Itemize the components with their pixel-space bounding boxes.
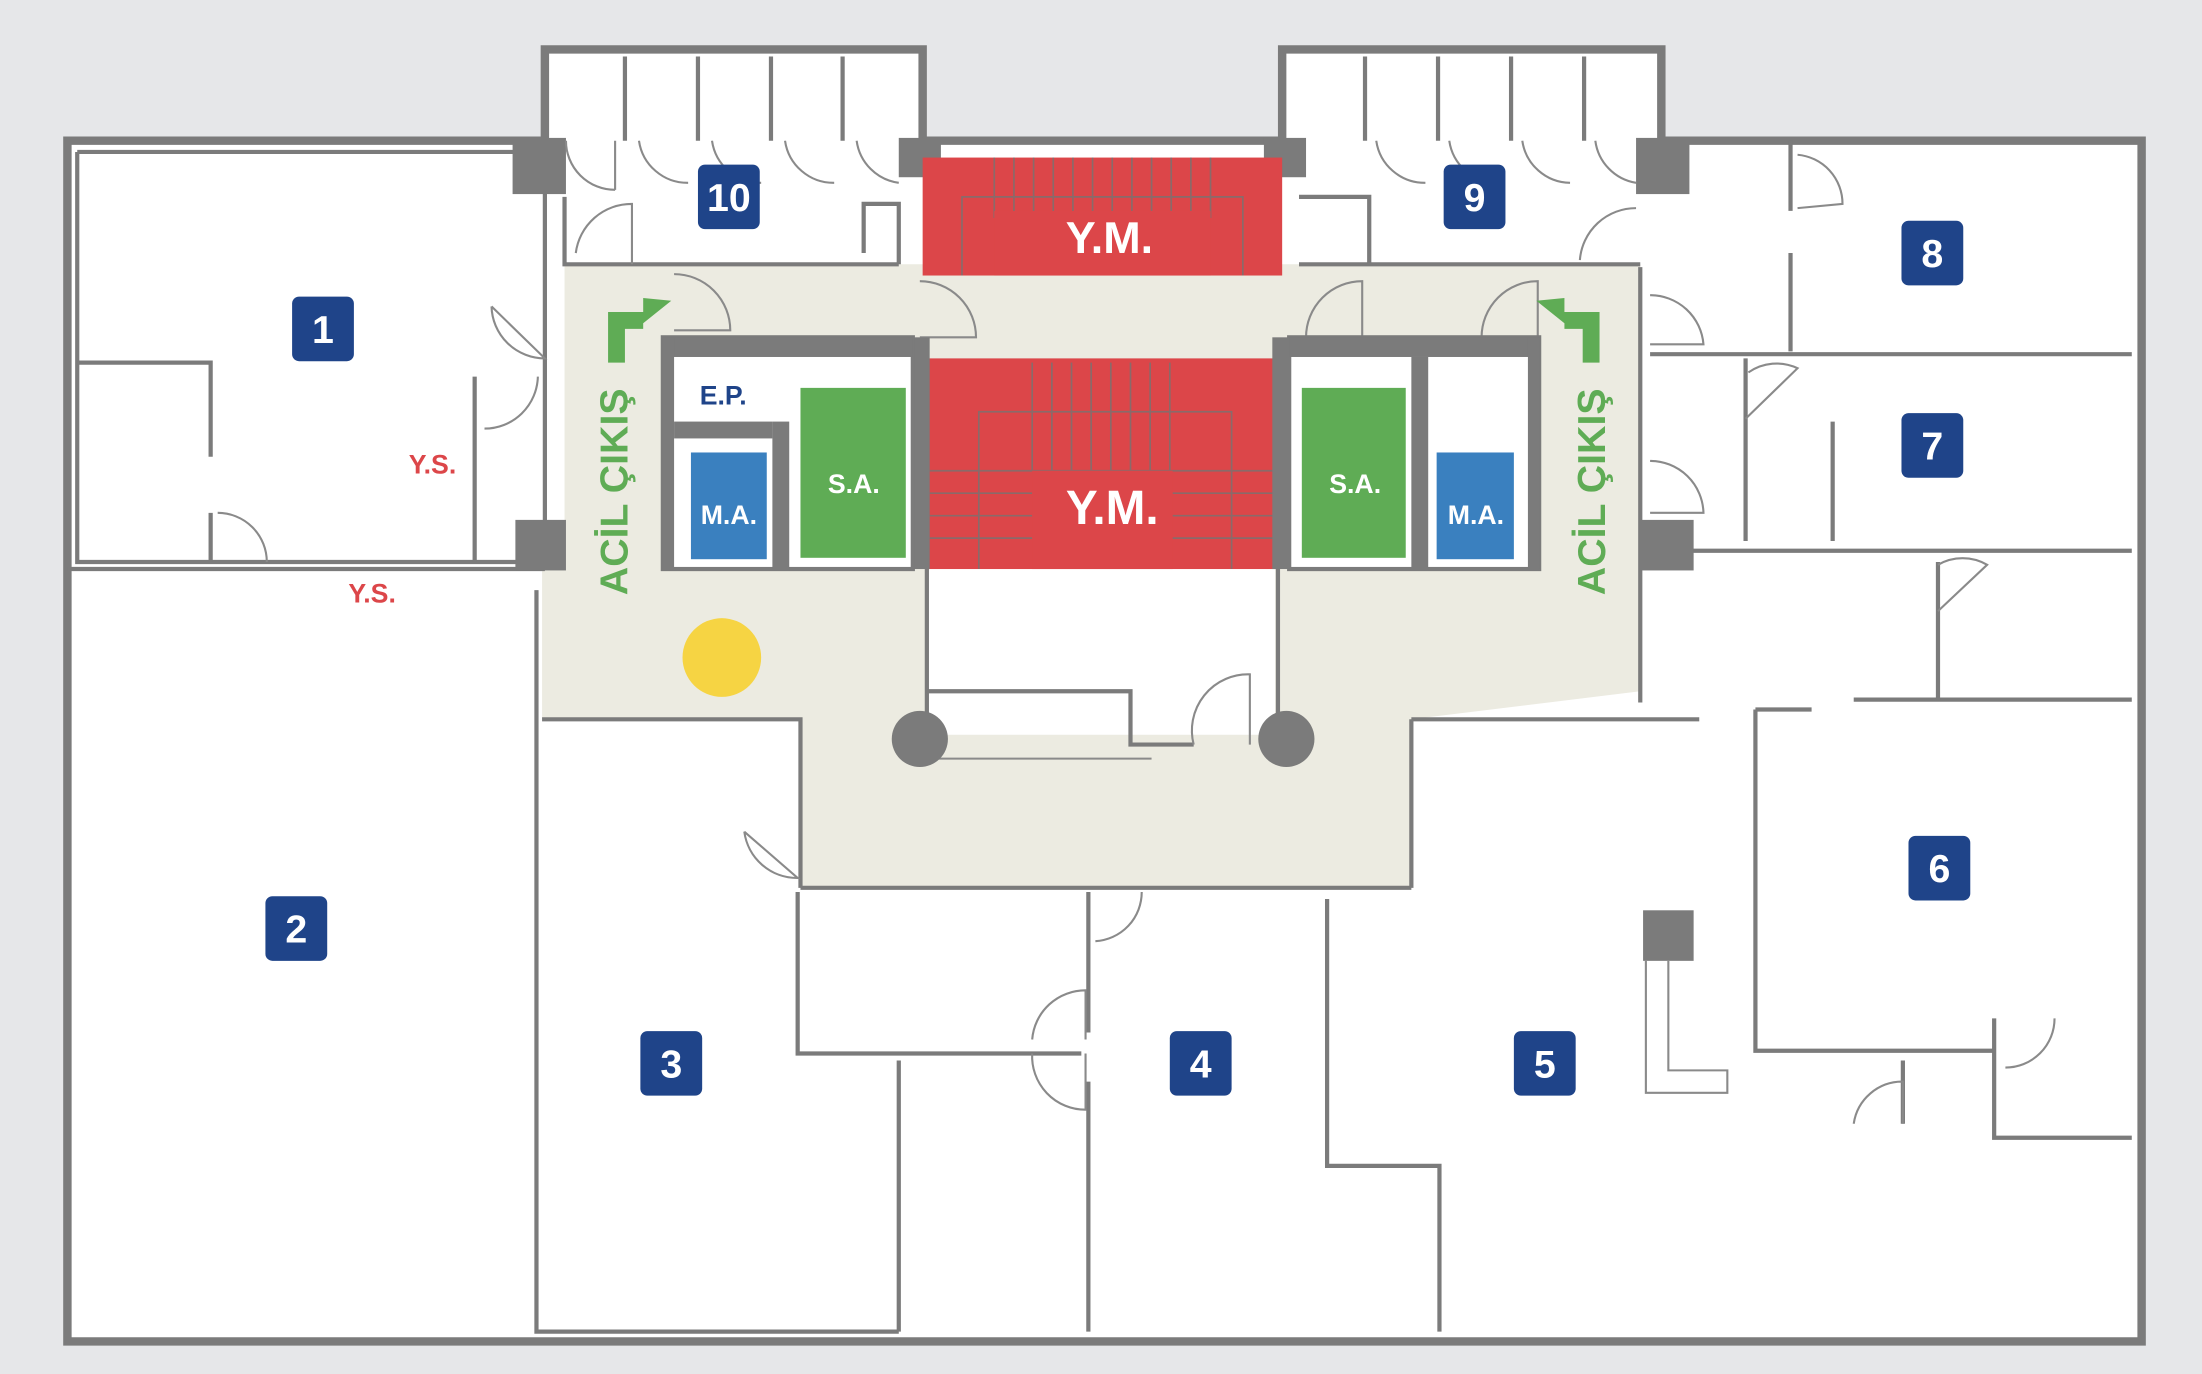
current-location-marker <box>682 618 762 697</box>
room-number: 10 <box>707 176 751 220</box>
room-number: 4 <box>1190 1042 1212 1086</box>
room-number: 1 <box>312 308 334 352</box>
room-badge-6[interactable]: 6 <box>1908 835 1971 901</box>
core-room <box>926 569 1276 735</box>
emergency-exit-left: ACİL ÇIKIŞ <box>593 297 672 595</box>
column <box>891 710 948 768</box>
passenger-elevator <box>690 452 767 560</box>
column <box>1258 710 1315 768</box>
emergency-exit-right: ACİL ÇIKIŞ <box>1536 297 1614 595</box>
fire-stairs-center: Y.M. <box>912 337 1290 570</box>
room-badge-5[interactable]: 5 <box>1513 1031 1576 1096</box>
fire-stairs-label: Y.M. <box>1066 482 1159 535</box>
room-number: 2 <box>285 908 307 952</box>
freight-elevator-label: S.A. <box>1329 469 1381 499</box>
elevator-block-left: E.P. M.A. S.A. <box>660 335 915 572</box>
passenger-elevator-label: M.A. <box>701 500 757 530</box>
room-number: 9 <box>1464 176 1486 220</box>
room-number: 6 <box>1928 847 1950 891</box>
exit-arrow-icon <box>608 297 672 363</box>
freight-elevator <box>800 387 906 558</box>
outer-walls <box>63 45 2146 1346</box>
room-number: 8 <box>1921 232 1943 276</box>
room-badge-4[interactable]: 4 <box>1169 1031 1232 1096</box>
freight-elevator <box>1301 387 1406 558</box>
room-badge-10[interactable]: 10 <box>697 164 760 230</box>
room-number: 7 <box>1921 424 1943 468</box>
exit-arrow-icon <box>1536 297 1600 363</box>
room-badge-8[interactable]: 8 <box>1901 220 1964 286</box>
fire-stairs-top: Y.M. <box>922 157 1283 276</box>
interior-walls <box>67 56 2132 1334</box>
room-number: 5 <box>1534 1042 1556 1086</box>
emergency-exit-label: ACİL ÇIKIŞ <box>1570 388 1614 595</box>
ys-label: Y.S. <box>348 579 395 609</box>
passenger-elevator <box>1436 452 1514 560</box>
room-badge-3[interactable]: 3 <box>640 1031 703 1096</box>
room-number: 3 <box>660 1042 682 1086</box>
emergency-exit-label: ACİL ÇIKIŞ <box>593 388 637 595</box>
room-badge-2[interactable]: 2 <box>265 896 328 961</box>
ys-label: Y.S. <box>409 450 456 480</box>
room-badge-7[interactable]: 7 <box>1901 413 1964 478</box>
room-badge-9[interactable]: 9 <box>1443 164 1506 230</box>
elevator-block-right: S.A. M.A. <box>1287 335 1542 572</box>
room-badge-1[interactable]: 1 <box>292 296 354 362</box>
electrical-panel-label: E.P. <box>700 381 747 411</box>
passenger-elevator-label: M.A. <box>1448 500 1504 530</box>
fire-stairs-label: Y.M. <box>1066 212 1153 263</box>
freight-elevator-label: S.A. <box>828 469 880 499</box>
